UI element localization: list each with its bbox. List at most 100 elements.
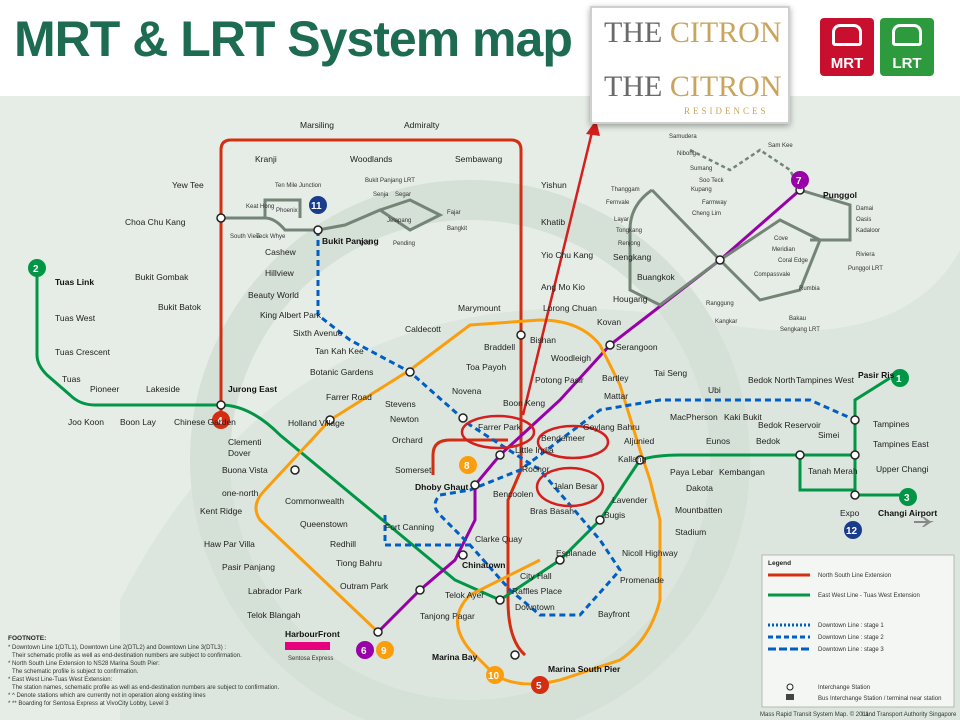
line-2-badge: 2 (33, 264, 39, 275)
lrt-station-label: Punggol LRT (848, 266, 883, 272)
lrt-station-label: Oasis (856, 217, 871, 223)
station-label: Tanjong Pagar (420, 611, 475, 621)
lrt-station-label: Cheng Lim (692, 211, 721, 217)
station-label: Outram Park (340, 581, 389, 591)
station-label: Chinese Garden (174, 417, 236, 427)
the-citron-residences-logo: THE CITRON (604, 70, 782, 103)
lrt-station-label: Sengkang LRT (780, 327, 820, 333)
lrt-station-label: Fernvale (606, 200, 630, 206)
lrt-station-label: Ten Mile Junction (275, 183, 321, 189)
station-label: Bishan (530, 335, 556, 345)
station-label: Lakeside (146, 384, 180, 394)
the-citron-logo-box: THE CITRON THE CITRON RESIDENCES (590, 6, 790, 124)
lrt-station-label: Damai (856, 206, 873, 212)
legend-item: Interchange Station (818, 685, 870, 691)
station-label: Paya Lebar (670, 467, 714, 477)
lrt-station-label: Kadaloor (856, 228, 880, 234)
station-label: Somerset (395, 465, 432, 475)
station-label: Botanic Gardens (310, 367, 373, 377)
station-label: Downtown (515, 602, 555, 612)
legend-item: East West Line - Tuas West Extension (818, 593, 920, 599)
station-label: Marina Bay (432, 652, 478, 662)
station-label: Braddell (484, 342, 515, 352)
station-label: Changi Airport (878, 508, 937, 518)
station-label: Orchard (392, 435, 423, 445)
station-label: Marina South Pier (548, 664, 621, 674)
lrt-station-label: South View (230, 234, 261, 240)
footnote-line: The station names, schematic profile as … (12, 685, 279, 691)
lrt-station-label: Bakau (789, 316, 806, 322)
station-label: Tuas Link (55, 277, 94, 287)
lrt-station-label: Bangkit (447, 226, 467, 232)
the-citron-logo: THE CITRON (604, 16, 782, 49)
lrt-station-label: Jelapang (387, 218, 411, 224)
lta-credit: Land Transport Authority Singapore (862, 712, 957, 718)
station-label: Mattar (604, 391, 628, 401)
station-label: Sengkang (613, 252, 652, 262)
map-credit: Mass Rapid Transit System Map. © 2011 (760, 711, 869, 718)
line-10-badge: 10 (488, 671, 500, 682)
line-3-badge: 3 (904, 493, 910, 504)
station-label: Commonwealth (285, 496, 344, 506)
station-label: Cashew (265, 247, 297, 257)
station-label: Geylang Bahru (583, 422, 640, 432)
line-7-badge: 7 (796, 176, 802, 187)
station-label: Nicoll Highway (622, 548, 678, 558)
line-11-badge: 11 (311, 201, 322, 212)
station-label: Lorong Chuan (543, 303, 597, 313)
station-label: Haw Par Villa (204, 539, 255, 549)
legend-box (761, 554, 955, 708)
lrt-station-label: Fajar (447, 210, 461, 216)
station-label: Telok Ayer (445, 590, 484, 600)
train-icon (832, 24, 862, 46)
station-label: Marymount (458, 303, 501, 313)
legend-item: Downtown Line : stage 1 (818, 623, 884, 629)
station-label: Tampines (873, 419, 909, 429)
lrt-station-label: Renjong (618, 241, 640, 247)
station-label: Dover (228, 448, 251, 458)
station-label: Tampines East (873, 439, 929, 449)
station-label: Toa Payoh (466, 362, 506, 372)
lrt-station-label: Tongkang (616, 228, 642, 234)
footnote-line: * North South Line Extension to NS28 Mar… (8, 661, 160, 667)
station-label: Boon Keng (503, 398, 545, 408)
lrt-station-label: Segar (395, 192, 411, 198)
pointer-arrow (521, 131, 594, 416)
station-label: Holland Village (288, 418, 345, 428)
station-label: Clementi (228, 437, 262, 447)
lrt-station-label: Pending (393, 241, 415, 247)
legend-item: Downtown Line : stage 3 (818, 647, 884, 653)
lrt-station-label: Sumang (690, 166, 712, 172)
station-label: Bras Basah (530, 506, 574, 516)
station-label: King Albert Park (260, 310, 322, 320)
station-label: Bayfront (598, 609, 630, 619)
station-label: Serangoon (616, 342, 658, 352)
lrt-station-label: Compassvale (754, 272, 791, 278)
station-label: one-north (222, 488, 259, 498)
airplane-icon (914, 517, 934, 527)
station-label: Punggol (823, 190, 857, 200)
station-label: Newton (390, 414, 419, 424)
station-label: Aljunied (624, 436, 655, 446)
lrt-station-label: Coral Edge (778, 258, 809, 264)
station-label: Telok Blangah (247, 610, 301, 620)
line-5-badge: 5 (536, 681, 542, 692)
station-label: Jurong East (228, 384, 277, 394)
station-label: Hillview (265, 268, 295, 278)
station-label: Tuas Crescent (55, 347, 111, 357)
light-rail-icon (892, 24, 922, 46)
lrt-station-label: Keat Hong (246, 204, 274, 210)
farrer-park-highlight (460, 414, 536, 450)
station-label: Rochor (522, 464, 550, 474)
lrt-station-label: Kangkar (715, 319, 737, 325)
line-9-badge: 9 (381, 646, 387, 657)
footnote-line: * Downtown Line 1(DTL1), Downtown Line 2… (8, 645, 226, 651)
lrt-logo-label: LRT (892, 55, 922, 72)
station-label: Redhill (330, 539, 356, 549)
station-label: Expo (840, 508, 860, 518)
station-label: Hougang (613, 294, 648, 304)
station-label: Little India (515, 445, 554, 455)
station-label: Kovan (597, 317, 621, 327)
station-label: Woodleigh (551, 353, 591, 363)
mrt-logo-label: MRT (830, 55, 864, 72)
